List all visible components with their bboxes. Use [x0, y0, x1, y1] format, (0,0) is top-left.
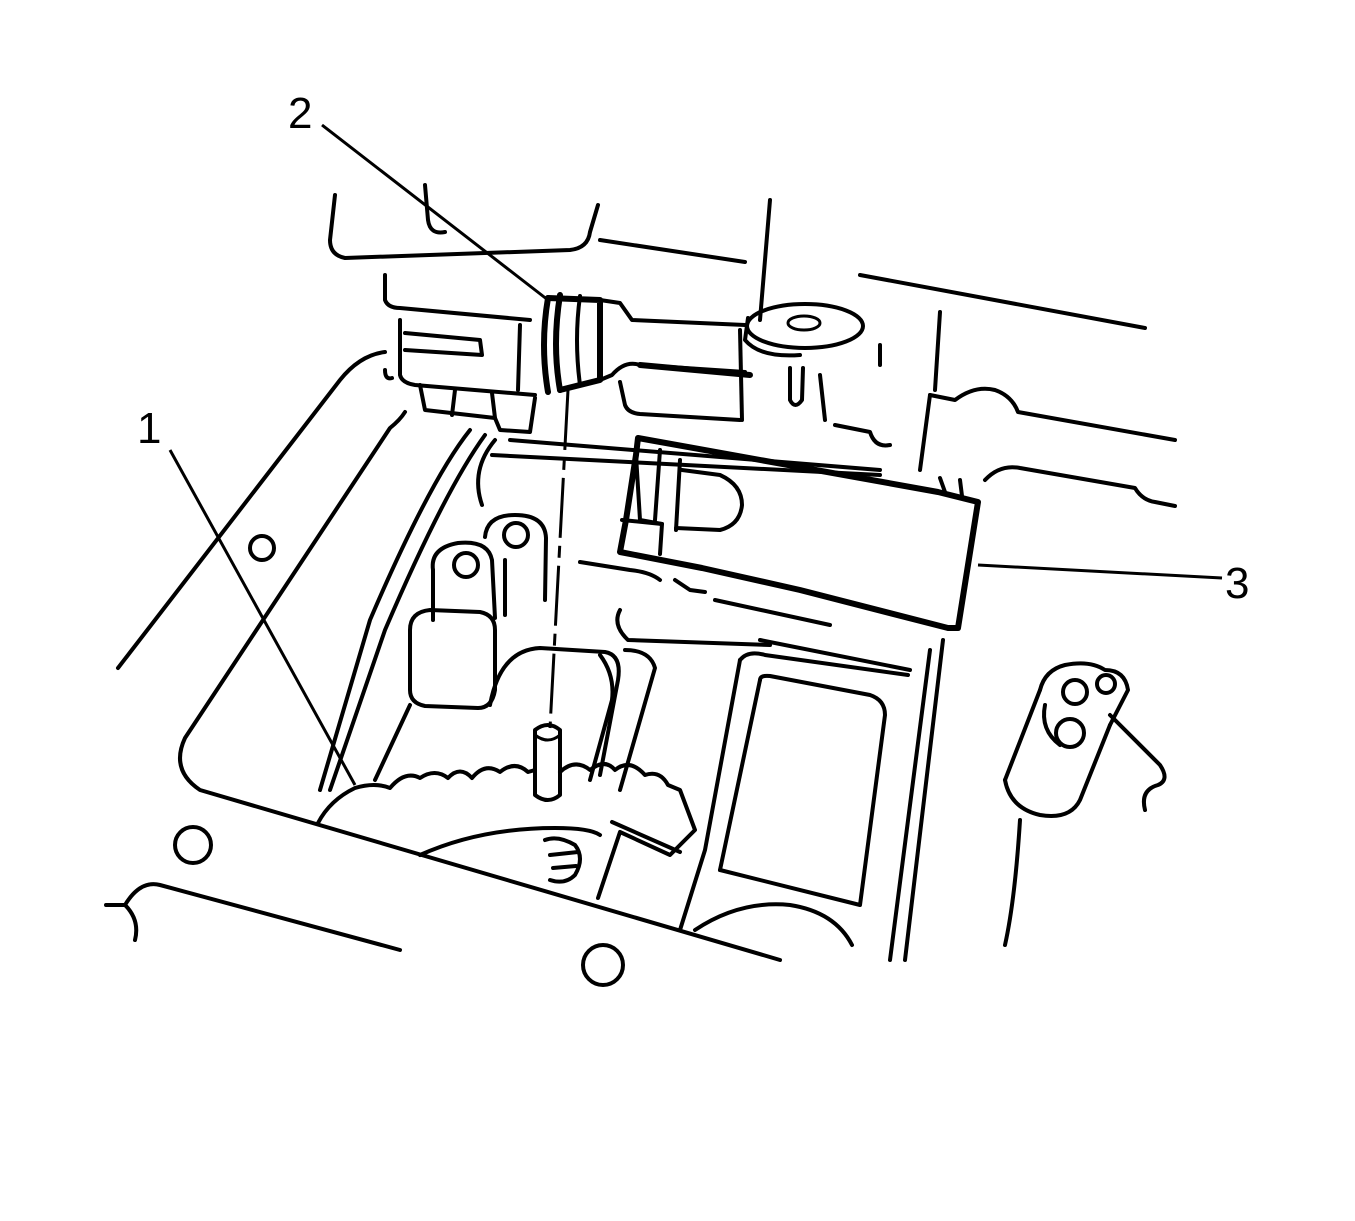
fittings [408, 513, 562, 802]
inner-casing [318, 428, 945, 962]
leader-line-2-vertical [548, 389, 570, 729]
callout-1: 1 [137, 404, 161, 453]
upper-housing [328, 183, 1177, 508]
leader-lines [168, 123, 1223, 786]
leader-line-2 [321, 123, 549, 302]
center-frame [488, 646, 910, 932]
connector-block [383, 273, 537, 434]
right-fitting [1003, 661, 1167, 947]
item-2-connector [541, 292, 892, 448]
callout-3: 3 [1225, 559, 1249, 608]
item-1-gear [316, 762, 854, 947]
leader-line-1 [168, 449, 357, 786]
callout-2: 2 [288, 89, 312, 138]
leader-line-3 [977, 563, 1223, 580]
left-cover-plate [104, 350, 782, 987]
item-3-bracket [617, 435, 981, 631]
